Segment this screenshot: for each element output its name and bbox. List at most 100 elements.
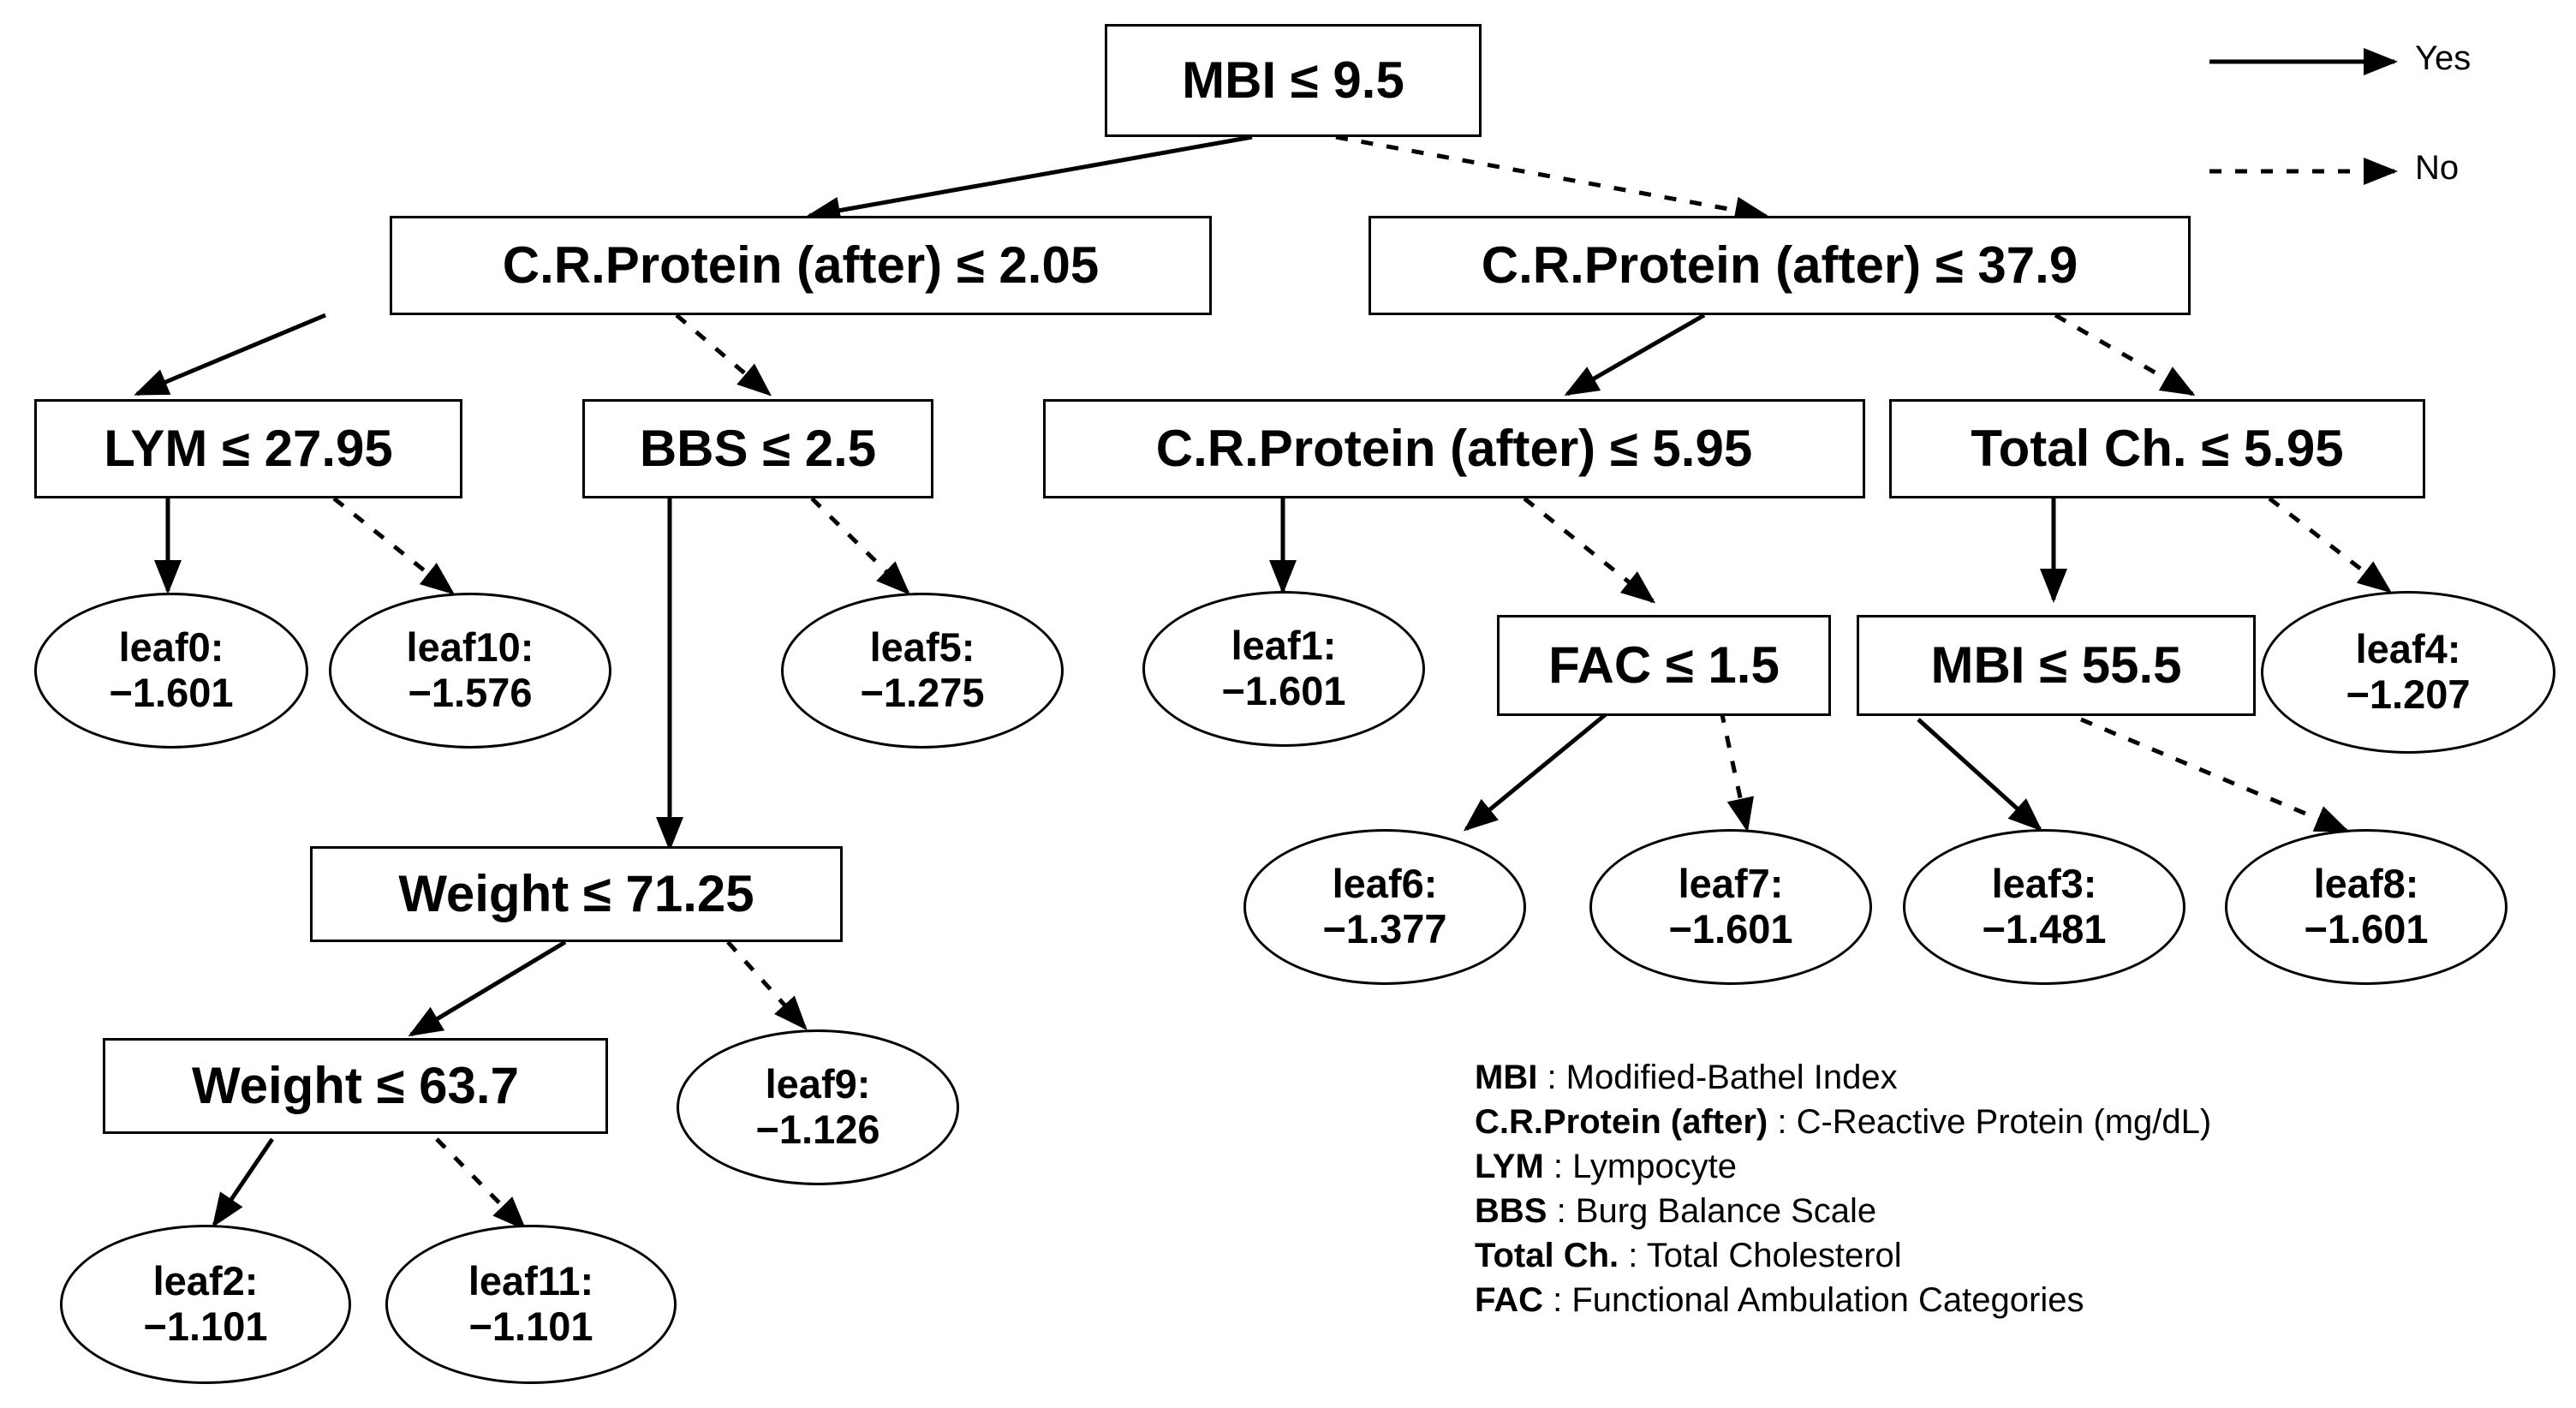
edge-crp205-bbs-no <box>675 313 772 397</box>
abbreviation-term: FAC <box>1475 1281 1543 1319</box>
leaf-name: leaf8: <box>2313 861 2419 907</box>
node-leaf1[interactable]: leaf1: −1.601 <box>1142 591 1425 747</box>
edge-fac-leaf6-yes <box>1463 709 1612 832</box>
edge-crp379-totalch-no <box>2054 313 2196 397</box>
node-lym[interactable]: LYM ≤ 27.95 <box>34 399 462 498</box>
abbreviation-term: BBS <box>1475 1192 1547 1230</box>
leaf-value: −1.601 <box>2304 906 2429 952</box>
node-weight637[interactable]: Weight ≤ 63.7 <box>103 1038 608 1134</box>
node-crp205[interactable]: C.R.Protein (after) ≤ 2.05 <box>390 216 1212 315</box>
node-leaf8[interactable]: leaf8: −1.601 <box>2225 829 2507 985</box>
edge-weight7125-leaf9-no <box>726 940 808 1030</box>
node-leaf6[interactable]: leaf6: −1.377 <box>1243 829 1526 985</box>
leaf-name: leaf9: <box>765 1061 871 1107</box>
leaf-name: leaf2: <box>152 1258 259 1304</box>
abbreviation-item: C.R.Protein (after) : C-Reactive Protein… <box>1475 1100 2502 1144</box>
leaf-value: −1.481 <box>1982 906 2107 952</box>
legend-no-label: No <box>2415 149 2460 187</box>
node-leaf11[interactable]: leaf11: −1.101 <box>385 1225 677 1384</box>
node-crp379[interactable]: C.R.Protein (after) ≤ 37.9 <box>1368 216 2191 315</box>
node-mbi555[interactable]: MBI ≤ 55.5 <box>1857 615 2256 716</box>
leaf-name: leaf3: <box>1991 861 2097 907</box>
abbreviation-separator: : <box>1619 1237 1647 1274</box>
edge-mbi555-leaf8-no <box>2080 717 2350 833</box>
node-label: C.R.Protein (after) ≤ 5.95 <box>1155 420 1753 477</box>
leaf-value: −1.377 <box>1322 906 1447 952</box>
edge-crp379-crp595-yes <box>1564 313 1706 397</box>
abbreviation-separator: : <box>1543 1281 1572 1319</box>
node-label: FAC ≤ 1.5 <box>1548 636 1780 694</box>
edge-weight637-leaf2-yes <box>212 1137 275 1228</box>
leaf-value: −1.576 <box>408 670 533 715</box>
node-crp595[interactable]: C.R.Protein (after) ≤ 5.95 <box>1043 399 1865 498</box>
abbreviation-definition: Total Cholesterol <box>1646 1237 1902 1274</box>
node-leaf5[interactable]: leaf5: −1.275 <box>781 593 1064 749</box>
node-leaf0[interactable]: leaf0: −1.601 <box>34 593 308 749</box>
node-leaf7[interactable]: leaf7: −1.601 <box>1589 829 1872 985</box>
abbreviation-separator: : <box>1547 1192 1576 1230</box>
node-bbs[interactable]: BBS ≤ 2.5 <box>582 399 933 498</box>
node-label: LYM ≤ 27.95 <box>104 420 393 477</box>
abbreviation-separator: : <box>1543 1148 1573 1185</box>
leaf-value: −1.601 <box>109 670 234 715</box>
legend-yes-label: Yes <box>2415 39 2472 77</box>
edge-root-crp379-no <box>1335 134 1769 224</box>
node-leaf10[interactable]: leaf10: −1.576 <box>329 593 611 749</box>
node-fac[interactable]: FAC ≤ 1.5 <box>1497 615 1831 716</box>
leaf-value: −1.601 <box>1221 668 1346 713</box>
node-label: Total Ch. ≤ 5.95 <box>1971 420 2344 477</box>
node-leaf2[interactable]: leaf2: −1.101 <box>60 1225 351 1384</box>
leaf-value: −1.207 <box>2346 671 2471 717</box>
abbreviation-term: MBI <box>1475 1059 1538 1096</box>
leaf-name: leaf1: <box>1231 623 1337 669</box>
abbreviation-definition: C-Reactive Protein (mg/dL) <box>1796 1103 2212 1141</box>
edge-mbi555-leaf3-yes <box>1917 718 2042 832</box>
abbreviation-item: LYM : Lympocyte <box>1475 1144 2502 1189</box>
legend-no-row: No <box>2415 149 2459 188</box>
leaf-value: −1.275 <box>860 670 985 715</box>
node-leaf3[interactable]: leaf3: −1.481 <box>1903 829 2185 985</box>
leaf-name: leaf7: <box>1678 861 1784 907</box>
abbreviation-term: Total Ch. <box>1475 1237 1619 1274</box>
node-label: C.R.Protein (after) ≤ 37.9 <box>1481 236 2078 294</box>
abbreviation-legend: MBI : Modified-Bathel Index C.R.Protein … <box>1475 1055 2502 1322</box>
node-root[interactable]: MBI ≤ 9.5 <box>1105 24 1482 137</box>
abbreviation-item: Total Ch. : Total Cholesterol <box>1475 1233 2502 1278</box>
abbreviation-definition: Functional Ambulation Categories <box>1571 1281 2084 1319</box>
leaf-name: leaf5: <box>869 624 975 671</box>
leaf-name: leaf6: <box>1332 861 1438 907</box>
edge-weight637-leaf11-no <box>435 1137 527 1231</box>
node-totalch[interactable]: Total Ch. ≤ 5.95 <box>1889 399 2425 498</box>
node-label: BBS ≤ 2.5 <box>639 420 877 477</box>
node-label: Weight ≤ 71.25 <box>398 865 754 922</box>
node-leaf9[interactable]: leaf9: −1.126 <box>677 1029 959 1185</box>
node-leaf4[interactable]: leaf4: −1.207 <box>2261 591 2555 754</box>
leaf-name: leaf11: <box>468 1258 594 1304</box>
edge-crp205-lym-yes <box>134 313 326 397</box>
node-label: MBI ≤ 9.5 <box>1182 51 1404 109</box>
abbreviation-separator: : <box>1768 1103 1797 1141</box>
abbreviation-separator: : <box>1537 1059 1566 1096</box>
edge-lym-leaf10-no <box>332 497 456 595</box>
abbreviation-definition: Burg Balance Scale <box>1575 1192 1877 1230</box>
node-weight7125[interactable]: Weight ≤ 71.25 <box>310 846 843 942</box>
abbreviation-item: MBI : Modified-Bathel Index <box>1475 1055 2502 1100</box>
abbreviation-term: C.R.Protein (after) <box>1475 1103 1768 1141</box>
leaf-value: −1.101 <box>468 1304 593 1349</box>
edge-weight7125-weight637-yes <box>408 940 567 1037</box>
abbreviation-definition: Lympocyte <box>1572 1148 1738 1185</box>
node-label: MBI ≤ 55.5 <box>1930 636 2182 694</box>
leaf-name: leaf0: <box>118 624 224 671</box>
legend-yes-row: Yes <box>2415 39 2471 78</box>
edge-fac-leaf7-no <box>1719 710 1754 832</box>
edge-totalch-leaf4-no <box>2268 497 2393 594</box>
abbreviation-term: LYM <box>1475 1148 1544 1185</box>
abbreviation-item: BBS : Burg Balance Scale <box>1475 1189 2502 1233</box>
leaf-name: leaf10: <box>406 624 534 671</box>
edge-crp595-fac-no <box>1523 497 1656 604</box>
leaf-name: leaf4: <box>2355 626 2461 672</box>
leaf-value: −1.101 <box>143 1304 268 1349</box>
edge-root-crp205-yes <box>806 134 1253 224</box>
abbreviation-definition: Modified-Bathel Index <box>1565 1059 1898 1096</box>
